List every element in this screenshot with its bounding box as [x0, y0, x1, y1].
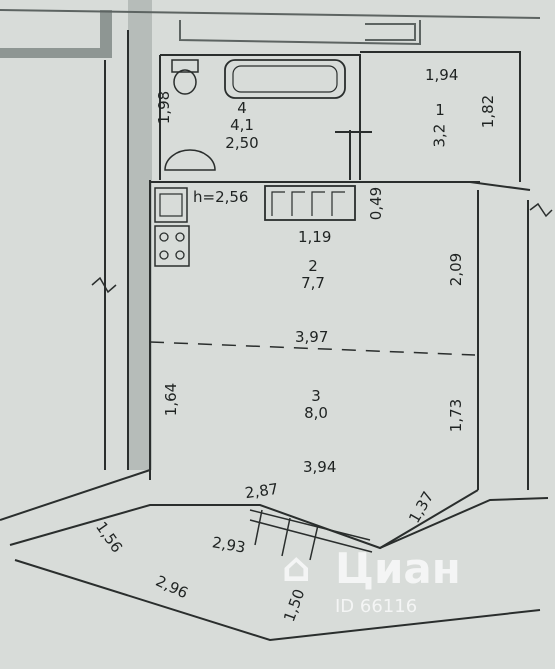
door-frame	[469, 181, 531, 191]
break-mark	[529, 202, 553, 218]
shaft-wall	[128, 0, 152, 470]
bathtub-inner	[232, 65, 338, 93]
dim-1-98: 1,98	[155, 90, 174, 125]
kitchen-sink	[154, 187, 188, 223]
room-3-number: 3	[311, 387, 321, 405]
bathtub	[224, 59, 346, 99]
wc-outline	[360, 51, 521, 182]
room-2-label: 2 7,7	[295, 257, 331, 293]
top-wall-inner	[179, 20, 421, 46]
dim-0-49: 0,49	[367, 186, 386, 221]
wardrobe-slot	[331, 191, 345, 216]
watermark-id: ID 66116	[335, 596, 418, 617]
balcony-door-tick	[254, 509, 263, 546]
top-right-block	[365, 23, 416, 41]
left-column-wall	[100, 10, 112, 56]
break-mark	[91, 276, 117, 294]
kitchen-sink-inner	[159, 193, 183, 217]
room-4-number: 4	[237, 99, 247, 117]
dim-1-82: 1,82	[479, 94, 498, 129]
top-wall	[0, 9, 541, 19]
dim-1-64: 1,64	[162, 382, 181, 417]
room-1-area: 3,2	[430, 123, 449, 148]
dim-1-19: 1,19	[298, 228, 332, 246]
balcony-door	[249, 519, 373, 553]
ceiling-height: h=2,56	[193, 188, 249, 206]
room-3-area: 8,0	[304, 404, 328, 423]
toilet-bowl	[173, 69, 197, 95]
room-3-label: 3 8,0	[298, 387, 334, 423]
right-lower-diagonal	[379, 489, 479, 549]
balcony-door	[249, 509, 371, 541]
watermark-logo-icon: ⌂	[282, 545, 311, 591]
room-4-label: 4 4,1 2,50	[222, 99, 262, 152]
burner	[159, 250, 169, 260]
wardrobe-slot	[291, 191, 305, 216]
sink	[164, 149, 216, 171]
left-lower-diagonal	[0, 469, 151, 521]
burner	[175, 250, 185, 260]
dim-3-97: 3,97	[295, 328, 329, 346]
corridor-divider	[149, 341, 476, 356]
room-2-area: 7,7	[301, 274, 325, 293]
wardrobe	[264, 185, 356, 221]
left-exterior-wall	[0, 48, 112, 58]
dim-2-87: 2,87	[243, 479, 280, 503]
balcony-outline	[9, 497, 549, 550]
dim-1-94: 1,94	[425, 66, 459, 84]
room-4-area: 4,1	[230, 116, 254, 135]
room-4-extra: 2,50	[225, 133, 259, 152]
stove	[154, 225, 190, 267]
bathroom-outline	[159, 54, 361, 180]
watermark-brand: Циан	[335, 544, 461, 593]
wardrobe-slot	[271, 191, 285, 216]
balcony-door-tick	[281, 517, 291, 557]
burner	[159, 232, 169, 242]
dim-3-94: 3,94	[303, 458, 337, 476]
dim-2-09: 2,09	[447, 252, 466, 287]
wardrobe-slot	[311, 191, 325, 216]
toilet-tank	[171, 59, 199, 73]
dim-1-73: 1,73	[447, 398, 466, 433]
burner	[175, 232, 185, 242]
room-1-label: 1 3,2	[422, 101, 458, 148]
balcony-door-tick	[309, 524, 319, 561]
balcony-outer	[14, 559, 541, 642]
room-1-number: 1	[435, 101, 445, 119]
room-2-number: 2	[308, 257, 318, 275]
